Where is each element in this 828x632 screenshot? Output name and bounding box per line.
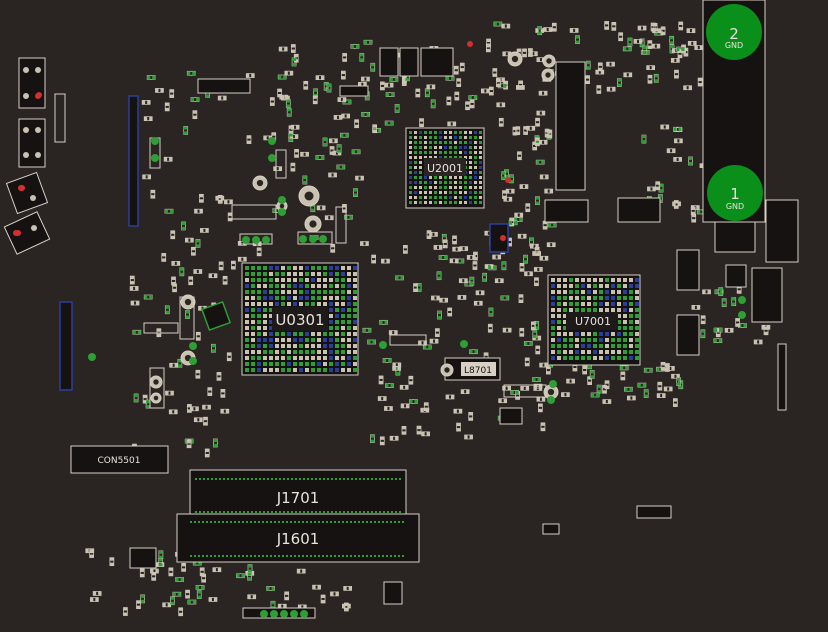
top-connector: [197, 78, 251, 94]
connector-j1701: J1701: [189, 469, 407, 523]
narrow-connector: [54, 93, 66, 143]
u0301-label: U0301: [275, 311, 324, 329]
small-ic-right: [725, 264, 747, 288]
pad-1-number: 1: [730, 185, 740, 203]
ic-u2001: U2001: [405, 127, 485, 209]
ic-u0301: U0301: [241, 262, 359, 376]
small-top-part: [339, 85, 369, 97]
inductor-l8701: L8701: [444, 357, 501, 381]
large-passives: [13, 41, 746, 618]
j1601-label: J1601: [276, 530, 320, 548]
mosfet-3: [420, 47, 454, 77]
con5501-label: CON5501: [97, 456, 140, 466]
connector-angled-2: [3, 211, 51, 255]
right-edge-connector: [777, 343, 787, 411]
blue-component: [489, 223, 509, 253]
connector-con5501: CON5501: [70, 445, 169, 474]
right-side-connector: [765, 199, 799, 263]
bottom-right-connector: [636, 505, 672, 519]
rotated-ic: [200, 300, 232, 332]
ffc-connector-left-lower: [59, 301, 73, 391]
ic-u7001: U7001: [547, 274, 641, 366]
resistor-array-2: [617, 197, 661, 223]
ffc-connector-left: [128, 95, 139, 227]
bottom-header: [242, 607, 316, 619]
mosfet-2: [399, 47, 419, 77]
l8701-label: L8701: [464, 366, 492, 376]
u7001-label: U7001: [575, 315, 611, 328]
small-ic-mid: [499, 407, 523, 425]
u2001-label: U2001: [427, 162, 463, 175]
small-part-bottom: [542, 523, 560, 535]
resistor-array-1: [544, 199, 589, 223]
passive-components: [85, 21, 774, 617]
j1701-label: J1701: [276, 489, 320, 507]
pad-2-number: 2: [729, 25, 739, 43]
resistor-array-3: [676, 249, 700, 291]
connector-top-left-1: [18, 57, 46, 109]
connector-angled-1: [5, 171, 49, 215]
connector-top-left-2: [18, 118, 46, 168]
pad-1-gnd-label: GND: [726, 202, 744, 211]
mosfet-1: [379, 47, 399, 77]
resistor-array-4: [676, 314, 700, 356]
gnd-pad-2: 2 GND: [706, 4, 762, 60]
right-side-connector-2: [751, 267, 783, 323]
gnd-pad-1: 1 GND: [707, 165, 763, 221]
pad-2-gnd-label: GND: [725, 41, 743, 50]
connector-j1601: J1601: [176, 513, 420, 563]
right-ic-small: [714, 221, 756, 253]
small-ic-bottom: [129, 547, 157, 569]
small-ic-bottom-2: [383, 581, 403, 605]
